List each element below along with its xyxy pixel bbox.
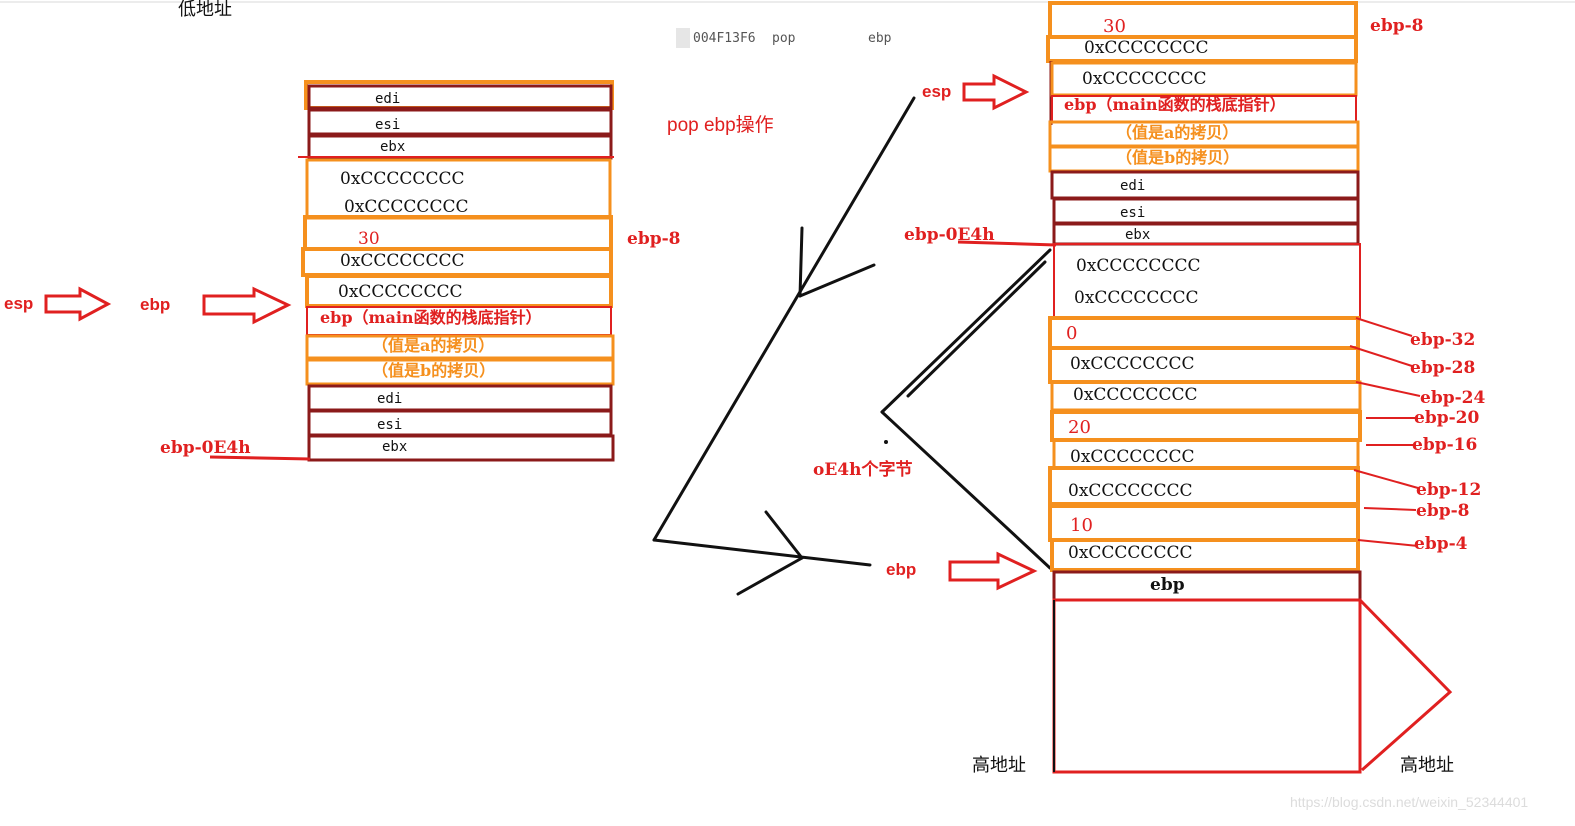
- right-row-main-ebp: ebp（main函数的栈底指针）: [1064, 95, 1286, 114]
- left-frame-a-copy: [305, 334, 615, 360]
- right-frame-30: [1048, 1, 1358, 39]
- right-row-cc6: 0xCCCCCCCC: [1073, 385, 1198, 405]
- right-row-cc8: 0xCCCCCCCC: [1068, 481, 1193, 501]
- right-frame-20: [1050, 410, 1362, 442]
- left-row-a-copy: （值是a的拷贝）: [372, 336, 495, 355]
- offset-ebp-24: ebp-24: [1420, 388, 1486, 408]
- bytes-note: oE4h个字节: [813, 460, 913, 480]
- left-frame-edi2: [307, 384, 613, 412]
- left-frame-ebx2: [307, 434, 615, 462]
- offset-ebp-28: ebp-28: [1410, 358, 1476, 378]
- offset-ebp-8: ebp-8: [1416, 501, 1470, 521]
- left-frame-edi-inner: [307, 84, 613, 110]
- right-frame-10: [1048, 504, 1360, 542]
- right-row-edi: edi: [1120, 178, 1146, 194]
- left-row-ebx2: ebx: [382, 439, 408, 455]
- dot-marker: [884, 440, 888, 444]
- offset-ebp-12: ebp-12: [1416, 480, 1482, 500]
- right-ebp-minus-8-label: ebp-8: [1370, 16, 1424, 36]
- left-row-edi2: edi: [377, 391, 403, 407]
- right-row-20: 20: [1068, 417, 1091, 438]
- asm-operand: ebp: [868, 31, 892, 46]
- right-row-0: 0: [1066, 323, 1078, 344]
- right-ebp-label: ebp: [886, 560, 917, 579]
- left-ebp0e4h-pointer: [209, 455, 311, 461]
- left-ebp-arrow: [202, 286, 292, 325]
- right-frame-ebx: [1052, 222, 1360, 246]
- left-row-cc4: 0xCCCCCCCC: [338, 282, 463, 302]
- right-row-cc2: 0xCCCCCCCC: [1082, 69, 1207, 89]
- left-row-main-ebp: ebp（main函数的栈底指针）: [320, 308, 542, 327]
- left-row-ebx: ebx: [380, 139, 406, 155]
- right-row-esi: esi: [1120, 205, 1146, 221]
- left-frame-esi2: [307, 409, 613, 437]
- left-row-b-copy: （值是b的拷贝）: [372, 361, 496, 380]
- right-esp-label: esp: [922, 82, 952, 101]
- right-row-ebx: ebx: [1125, 227, 1151, 243]
- high-address-label-left: 高地址: [972, 755, 1026, 776]
- high-address-label-right: 高地址: [1400, 755, 1454, 776]
- offset-ebp-32: ebp-32: [1410, 330, 1476, 350]
- offset-pointers: [1349, 317, 1421, 547]
- right-frame-0: [1048, 316, 1360, 350]
- right-frame-cc7: [1050, 538, 1360, 572]
- offset-ebp-20: ebp-20: [1414, 408, 1480, 428]
- middle-flow-lines: [652, 96, 1052, 596]
- left-frame-esi: [307, 108, 613, 136]
- left-row-30: 30: [358, 229, 380, 249]
- right-frame-edi: [1050, 170, 1360, 200]
- right-esp-arrow: [962, 73, 1030, 111]
- right-row-b-copy: （值是b的拷贝）: [1116, 148, 1240, 167]
- left-frame-b-copy: [305, 358, 615, 386]
- left-frame-ebx: [307, 134, 613, 160]
- left-row-cc2: 0xCCCCCCCC: [344, 197, 469, 217]
- watermark: https://blog.csdn.net/weixin_52344401: [1290, 794, 1529, 810]
- caller-frame-bracket: [1358, 598, 1453, 772]
- low-address-label: 低地址: [178, 0, 232, 20]
- left-row-esi: esi: [375, 117, 401, 133]
- asm-address: 004F13F6: [693, 31, 756, 46]
- right-ebp-arrow: [948, 551, 1038, 591]
- asm-highlight: [676, 28, 690, 48]
- left-row-cc3: 0xCCCCCCCC: [340, 251, 465, 271]
- left-stack: [298, 80, 615, 462]
- right-row-cc4: 0xCCCCCCCC: [1074, 288, 1199, 308]
- right-row-10: 10: [1070, 515, 1093, 536]
- right-ebp0e4h-pointer: [957, 240, 1057, 247]
- offset-ebp-16: ebp-16: [1412, 435, 1478, 455]
- right-row-a-copy: （值是a的拷贝）: [1116, 123, 1239, 142]
- left-esp-label: esp: [4, 294, 34, 313]
- left-frame-30: [303, 215, 613, 251]
- offset-ebp-4: ebp-4: [1414, 534, 1468, 554]
- right-frame-esi: [1052, 197, 1360, 225]
- asm-opcode: pop: [772, 31, 796, 46]
- left-row-cc1: 0xCCCCCCCC: [340, 169, 465, 189]
- right-frame-cc1: [1046, 35, 1358, 63]
- left-row-esi2: esi: [377, 417, 403, 433]
- right-row-cc9: 0xCCCCCCCC: [1068, 543, 1193, 563]
- right-row-30: 30: [1103, 16, 1126, 37]
- right-frame-caller: [1052, 598, 1362, 774]
- right-stack: [1046, 1, 1362, 774]
- right-row-cc5: 0xCCCCCCCC: [1070, 354, 1195, 374]
- right-row-ebp: ebp: [1150, 575, 1185, 595]
- left-ebp-0e4h-label: ebp-0E4h: [160, 438, 251, 458]
- left-row-edi: edi: [375, 91, 401, 107]
- left-esp-arrow: [44, 286, 112, 322]
- left-ebp-minus-8-label: ebp-8: [627, 229, 681, 249]
- operation-title: pop ebp操作: [667, 115, 774, 136]
- right-ebp-0e4h-label: ebp-0E4h: [904, 225, 995, 245]
- right-row-cc3: 0xCCCCCCCC: [1076, 256, 1201, 276]
- right-row-cc7: 0xCCCCCCCC: [1070, 447, 1195, 467]
- right-frame-ebp: [1052, 570, 1362, 602]
- left-ebp-label: ebp: [140, 295, 171, 314]
- right-row-cc1: 0xCCCCCCCC: [1084, 38, 1209, 58]
